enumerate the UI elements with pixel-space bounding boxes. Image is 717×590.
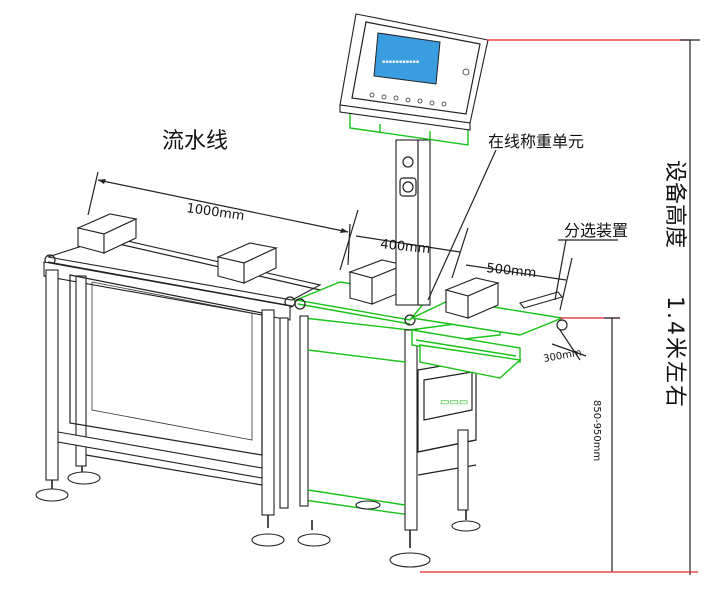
- display-terminal: ▪▪▪▪▪▪▪▪▪▪▪: [339, 13, 489, 131]
- dimension-500: [465, 257, 573, 311]
- indicator-lamp: [402, 156, 414, 168]
- height-dimension: [420, 39, 700, 575]
- leveling-foot: [35, 466, 331, 547]
- logo-plate: ▭▭▭: [440, 397, 468, 408]
- label-sorting-device: 分选装置: [564, 221, 628, 240]
- label-height-line1: 设备高度: [662, 160, 687, 248]
- label-height-line2: 1.4米左右: [662, 296, 687, 409]
- weighing-cabinet: [303, 317, 411, 516]
- frame-leg: [261, 309, 275, 516]
- touch-screen: [373, 32, 441, 85]
- product-box: [216, 242, 278, 284]
- label-online-weighing-unit: 在线称重单元: [488, 132, 584, 151]
- frame-leg: [45, 269, 59, 481]
- emergency-stop: [399, 177, 417, 197]
- product-box: [444, 277, 500, 319]
- dimension-300: [551, 329, 587, 361]
- support-column: [395, 139, 431, 306]
- infeed-conveyor: [35, 213, 331, 547]
- label-dim-850-950: 850-950mm: [591, 400, 602, 461]
- weighing-unit: ▭▭▭: [293, 259, 568, 568]
- dimension-400: [339, 209, 469, 279]
- sorter-flap: [519, 291, 563, 309]
- keypad: [369, 92, 447, 107]
- leader-weighing-unit: [427, 149, 497, 301]
- svg-text:▪▪▪▪▪▪▪▪▪▪▪: ▪▪▪▪▪▪▪▪▪▪▪: [382, 59, 419, 65]
- reject-chute: [419, 344, 522, 379]
- control-column: [349, 109, 469, 306]
- label-assembly-line: 流水线: [162, 129, 228, 154]
- label-dim-300: 300mm: [543, 347, 583, 365]
- label-dim-1000: 1000mm: [185, 201, 245, 224]
- label-dim-400: 400mm: [380, 237, 431, 257]
- product-box: [76, 213, 138, 254]
- label-dim-500: 500mm: [486, 261, 537, 281]
- dimension-1000: [87, 171, 351, 266]
- leveling-foot: [355, 500, 481, 568]
- leader-sorting-device: [554, 239, 567, 301]
